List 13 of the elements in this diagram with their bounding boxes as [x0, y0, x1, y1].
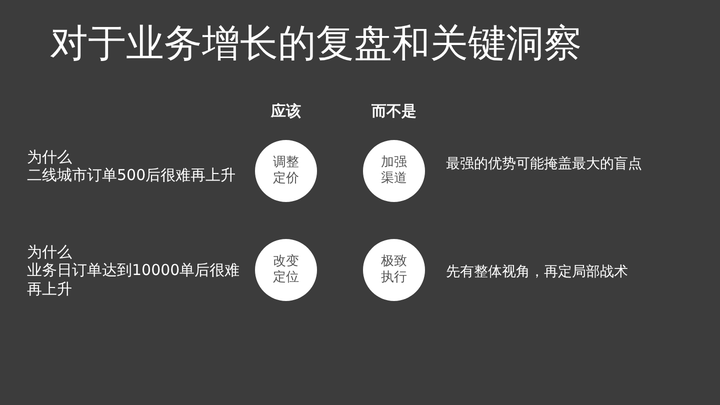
column-header: 而不是: [372, 102, 416, 121]
column-header: 应该: [271, 102, 301, 121]
insight-text: 最强的优势可能掩盖最大的盲点: [446, 155, 642, 173]
question-text: 二线城市订单500后很难再上升: [27, 166, 236, 185]
option-circle: 改变定位: [255, 239, 317, 301]
question-heading: 为什么: [27, 243, 72, 262]
question-heading: 为什么: [27, 148, 72, 167]
slide-title: 对于业务增长的复盘和关键洞察: [50, 20, 582, 66]
option-circle: 加强渠道: [363, 140, 425, 202]
insight-text: 先有整体视角，再定局部战术: [446, 263, 628, 281]
option-circle: 极致执行: [363, 239, 425, 301]
question-text: 业务日订单达到10000单后很难再上升: [27, 261, 241, 299]
option-circle: 调整定价: [255, 140, 317, 202]
